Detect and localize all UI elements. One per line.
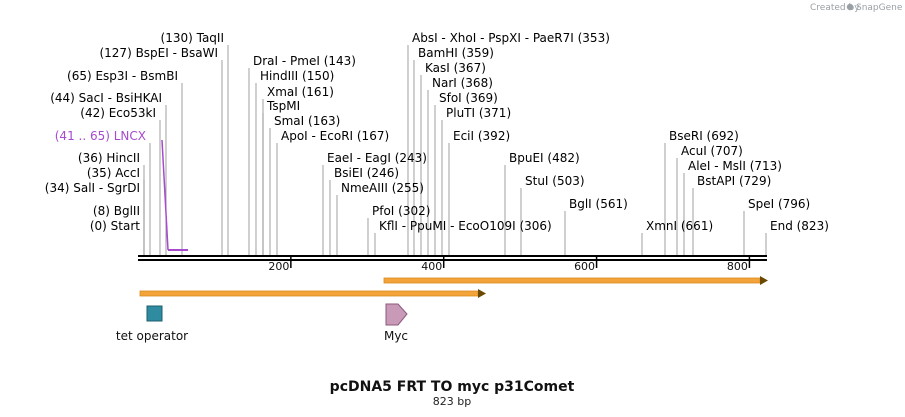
- site-label: (65) Esp3I - BsmBI: [67, 69, 178, 83]
- site-label: EciI (392): [453, 129, 510, 143]
- tet-operator-box-icon: [146, 305, 163, 322]
- restriction-site-labels: (0) Start(8) BglII (34) SalI - SgrDI(35) …: [45, 31, 829, 233]
- site-label: (127) BspEI - BsaWI: [99, 46, 218, 60]
- site-label: NmeAIII (255): [341, 181, 424, 195]
- site-label: (36) HincII: [78, 151, 140, 165]
- site-label: (0) Start: [90, 219, 140, 233]
- site-label: BglI (561): [569, 197, 628, 211]
- site-leader-lines: [143, 45, 767, 255]
- site-label: HindIII (150): [260, 69, 334, 83]
- site-label: XmaI (161): [267, 85, 334, 99]
- credit-brand: SnapGene: [856, 3, 903, 13]
- snapgene-logo: SnapGene: [846, 3, 903, 13]
- feature-label-tet-operator: tet operator: [116, 329, 188, 343]
- site-label: EaeI - EagI (243): [327, 151, 427, 165]
- sequence-backbone: [138, 255, 767, 261]
- feature-myc: Myc: [384, 303, 408, 343]
- site-label: AbsI - XhoI - PspXI - PaeR7I (353): [412, 31, 610, 45]
- site-label: (130) TaqII: [161, 31, 224, 45]
- orf-arrow-2: [383, 276, 768, 285]
- site-label: XmnI (661): [646, 219, 713, 233]
- site-label: (34) SalI - SgrDI: [45, 181, 140, 195]
- site-label: SfoI (369): [439, 91, 498, 105]
- site-label: TspMI: [266, 99, 300, 113]
- ruler-tick-label: 400: [421, 260, 442, 273]
- site-label: (44) SacI - BsiHKAI: [50, 91, 162, 105]
- ruler-tick-label: 800: [727, 260, 748, 273]
- site-label: NarI (368): [432, 76, 493, 90]
- site-label: (35) AccI: [87, 166, 140, 180]
- site-label: (41 .. 65) LNCX: [55, 129, 146, 143]
- site-label: BamHI (359): [418, 46, 494, 60]
- site-label: DraI - PmeI (143): [253, 54, 356, 68]
- ruler-tick-label: 600: [574, 260, 595, 273]
- ruler-ticks: 200 400 600 800: [268, 256, 751, 273]
- site-label: BstAPI (729): [697, 174, 771, 188]
- feature-tet-operator: tet operator: [116, 305, 188, 343]
- site-label: PluTI (371): [446, 106, 511, 120]
- site-label: SmaI (163): [274, 114, 340, 128]
- site-label: AleI - MslI (713): [688, 159, 782, 173]
- site-label: End (823): [770, 219, 829, 233]
- site-label: StuI (503): [525, 174, 585, 188]
- site-label: PfoI (302): [372, 204, 430, 218]
- site-label: BpuEI (482): [509, 151, 580, 165]
- site-label: KflI - PpuMI - EcoO109I (306): [379, 219, 552, 233]
- site-label: KasI (367): [425, 61, 486, 75]
- site-label: ApoI - EcoRI (167): [281, 129, 389, 143]
- site-label: BseRI (692): [669, 129, 739, 143]
- map-length: 823 bp: [433, 395, 471, 408]
- site-label: (42) Eco53kI: [80, 106, 156, 120]
- site-label: AcuI (707): [681, 144, 743, 158]
- orf-arrow-1: [139, 289, 486, 298]
- lncx-feature-mark: [161, 139, 188, 251]
- snapgene-logo-icon: [846, 3, 854, 11]
- myc-arrow-icon: [385, 303, 408, 326]
- map-title: pcDNA5 FRT TO myc p31Comet: [330, 379, 575, 395]
- credit-text: Created by: [810, 3, 860, 13]
- site-label: BsiEI (246): [334, 166, 399, 180]
- ruler-tick-label: 200: [268, 260, 289, 273]
- feature-label-myc: Myc: [384, 329, 408, 343]
- site-label: (8) BglII: [93, 204, 140, 218]
- site-label: SpeI (796): [748, 197, 810, 211]
